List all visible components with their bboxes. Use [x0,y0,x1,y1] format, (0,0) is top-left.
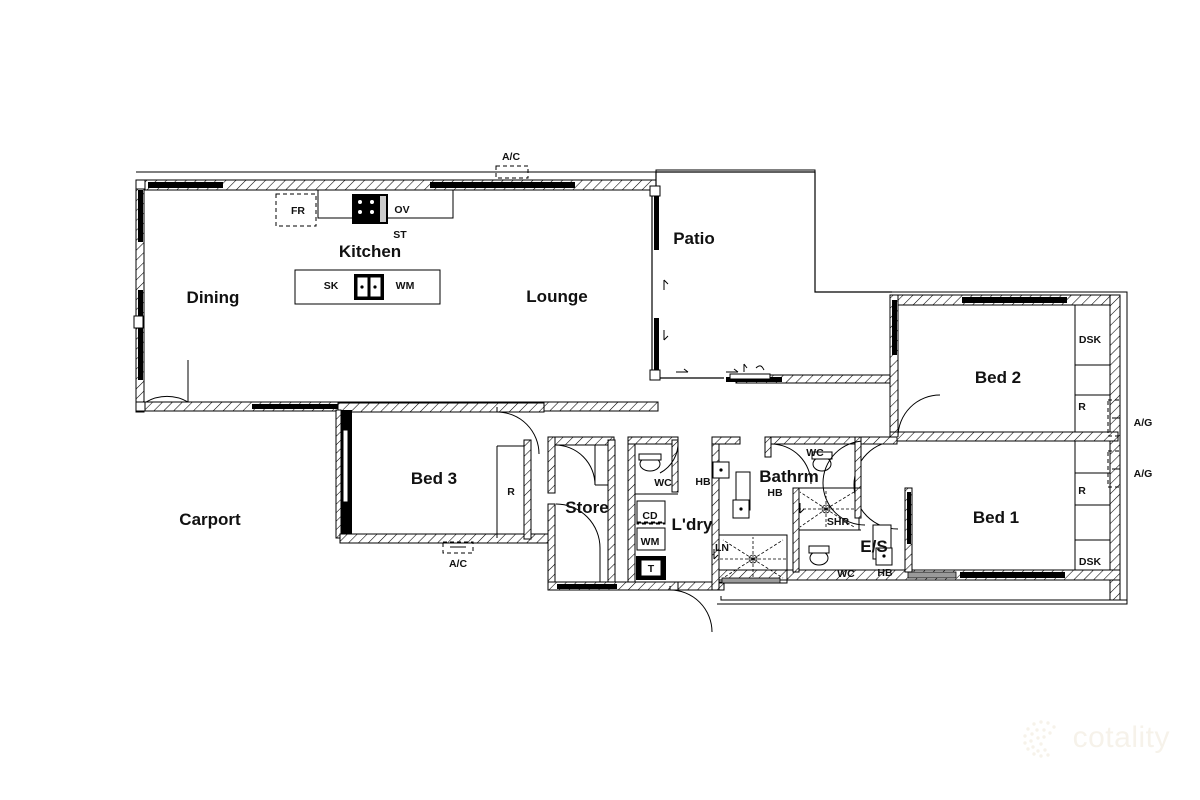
fixture-label-wc-bath: WC [806,447,824,459]
fixture-label-clothes-dryer: CD [642,510,658,522]
laundry-wc-column [627,436,679,583]
room-label-carport: Carport [179,510,241,529]
fixture-label-garage-door-1: A/G [1134,417,1153,429]
room-label-kitchen: Kitchen [339,242,401,261]
kitchen-bench [275,189,454,305]
fixture-label-ac-bed3: A/C [449,558,468,570]
cotality-watermark: cotality [1019,716,1170,760]
room-label-es: E/S [860,537,887,556]
fixture-label-shower-es: SHR [827,516,850,528]
room-label-bathrm: Bathrm [759,467,819,486]
fixture-label-handbasin-es: HB [877,567,893,579]
fixture-label-oven: OV [394,204,409,216]
room-label-store: Store [565,498,608,517]
fixture-label-robe-bed3: R [507,486,515,498]
fixture-label-garage-door-2: A/G [1134,468,1153,480]
bathroom [764,436,862,573]
fixture-label-robe-bed1: R [1078,485,1086,497]
room-labels: Dining Kitchen Lounge Patio Bed 2 Bed 1 … [179,229,1021,556]
fixture-label-sink: SK [324,280,339,292]
fixture-label-desk-bed2: DSK [1079,334,1102,346]
room-label-ldry: L'dry [672,515,713,534]
ensuite [822,436,898,566]
fixture-label-robe-bed2: R [1078,401,1086,413]
patio-area [649,171,892,381]
fixture-label-ac-kitchen: A/C [502,151,521,163]
fixture-label-handbasin-ldry: HB [695,476,711,488]
patio-slider-wall [726,363,893,384]
room-label-bed3: Bed 3 [411,469,457,488]
fixture-label-fridge: FR [291,205,305,217]
fixture-label-handbasin-bath: HB [767,487,783,499]
fixture-label-desk-bed1: DSK [1079,556,1102,568]
store-room [547,436,679,591]
entry-door [669,586,713,633]
fixture-label-wc-es: WC [837,568,855,580]
fixture-label-washer-ldry: WM [641,536,660,548]
cotality-globe-icon [1022,720,1056,758]
room-label-dining: Dining [187,288,240,307]
fixture-label-trough: T [648,563,655,575]
room-label-patio: Patio [673,229,715,248]
bed3-room [335,402,553,554]
ldry-hall [677,436,788,591]
fixture-label-wc-ldry: WC [654,477,672,489]
fixture-label-linen: LN [715,542,729,554]
room-label-lounge: Lounge [526,287,587,306]
bed1-room [717,440,1121,581]
fixture-labels: FR OV ST SK WM A/C A/C DSK R R DSK A/G A… [291,151,1152,580]
room-label-bed1: Bed 1 [973,508,1019,527]
watermark-text: cotality [1072,721,1170,754]
fixture-label-stove: ST [393,229,407,241]
ac-unit-top [495,165,529,179]
room-label-bed2: Bed 2 [975,368,1021,387]
fixture-label-washing-machine: WM [396,280,415,292]
